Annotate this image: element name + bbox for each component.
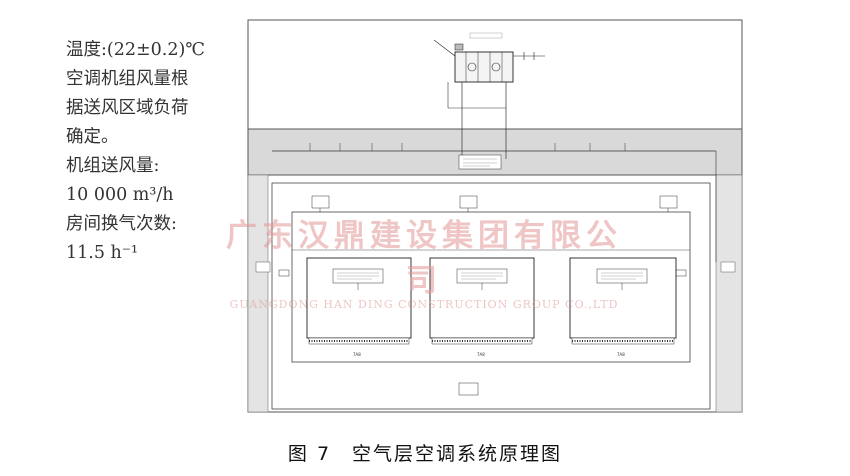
air-change-value: 11.5 h⁻¹ xyxy=(66,243,139,263)
right-wall xyxy=(715,174,743,413)
temperature-note: 温度:(22±0.2)℃ xyxy=(66,40,205,60)
corridor-tag xyxy=(458,154,502,170)
notes-panel: 温度:(22±0.2)℃ 空调机组风量根 据送风区域负荷 确定。 机组送风量: … xyxy=(66,36,246,268)
tag-bottom xyxy=(458,382,479,396)
clean-zone-outline xyxy=(271,182,711,410)
tag-center xyxy=(459,195,478,209)
tag-right xyxy=(659,195,678,209)
room-2 xyxy=(429,257,535,345)
room-1 xyxy=(306,257,412,345)
room-1-label: 7A8 xyxy=(353,352,361,357)
supply-airflow-label: 机组送风量: xyxy=(66,156,160,176)
left-wall xyxy=(247,174,269,413)
airflow-note-line2: 据送风区域负荷 xyxy=(66,98,189,118)
air-handling-unit xyxy=(433,32,545,83)
room-3 xyxy=(569,257,677,345)
airflow-note-line3: 确定。 xyxy=(66,127,119,147)
figure-caption: 图 7 空气层空调系统原理图 xyxy=(287,443,563,465)
tag-left xyxy=(311,195,330,209)
inner-zone-outline xyxy=(291,211,691,363)
air-change-label: 房间换气次数: xyxy=(66,214,177,234)
airflow-note-line1: 空调机组风量根 xyxy=(66,69,189,89)
room-3-label: 7A8 xyxy=(617,352,625,357)
supply-airflow-value: 10 000 m³/h xyxy=(66,185,174,205)
room-2-label: 7A8 xyxy=(477,352,485,357)
